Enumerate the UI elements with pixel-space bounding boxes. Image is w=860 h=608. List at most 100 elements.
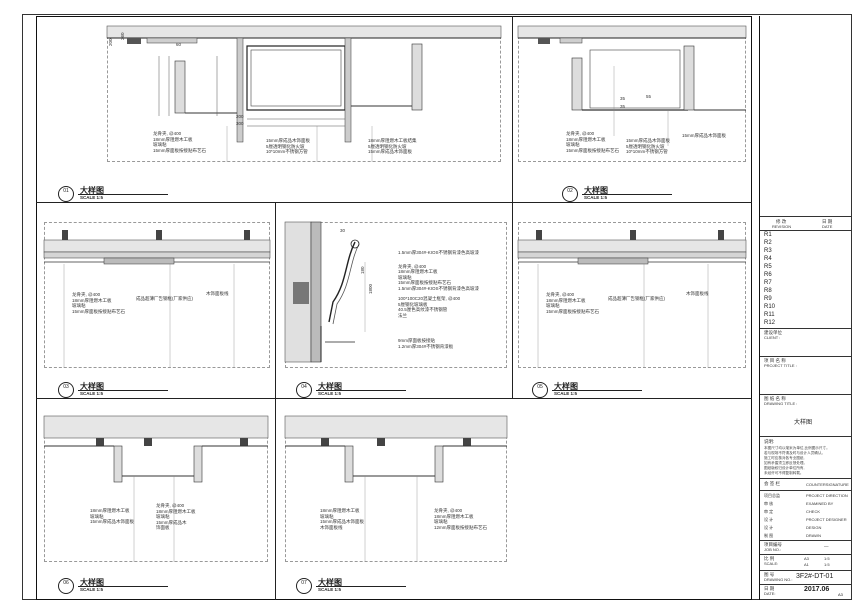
detail-number-bubble: 01 <box>58 186 74 202</box>
caption-rule <box>78 390 168 391</box>
detail-02-drawing <box>517 25 747 146</box>
tb-divider <box>760 540 851 541</box>
dim-label: 55 <box>646 94 652 99</box>
drawing-date: 2017.06 <box>804 586 830 593</box>
caption-rule <box>316 390 406 391</box>
client-label-en: CLIENT : <box>764 335 781 340</box>
caption-rule <box>78 586 168 587</box>
scale-a3-value: 1:5 <box>824 556 830 561</box>
grid-line <box>512 16 513 202</box>
detail-title: 大样图 <box>80 186 104 195</box>
drawing-no-label: 图 号 <box>764 572 775 577</box>
tb-divider <box>760 328 851 329</box>
detail-03-drawing <box>43 230 271 368</box>
date-label-en: DATE <box>822 224 833 229</box>
detail-caption: 06 大样图 SCALE 1:5 <box>58 578 168 596</box>
dim-label: 200 <box>108 38 113 46</box>
tb-divider <box>760 554 851 555</box>
grid-line <box>512 202 513 398</box>
detail-scale: SCALE 1:5 <box>80 195 104 200</box>
grid-line <box>36 202 752 203</box>
detail-03-notes-mid: 成品超薄厂告钢框(厂家供应) <box>136 296 193 301</box>
date-value-label: 日 期 <box>764 586 775 591</box>
detail-caption: 02 大样图 SCALE 1:5 <box>562 186 672 204</box>
scale-a3-label: A3 <box>804 556 809 561</box>
date-label: 日 期 <box>822 219 833 224</box>
tb-divider <box>760 394 851 395</box>
countersign-label-en: COUNTERSIGNATURE <box>806 482 849 487</box>
detail-number-bubble: 07 <box>296 578 312 594</box>
grid-line <box>36 398 752 399</box>
tb-divider <box>760 230 851 231</box>
detail-number-bubble: 04 <box>296 382 312 398</box>
detail-title: 大样图 <box>584 186 608 195</box>
general-notes: 本图尺寸均以毫米为单位,比例图示尺寸。若与现场不符请及时与设计人员确认。施工时应… <box>764 446 830 475</box>
tb-divider <box>760 478 851 479</box>
detail-04-drawing <box>284 221 366 363</box>
detail-caption: 07 大样图 SCALE 1:5 <box>296 578 406 596</box>
scale-a1-label: A1 <box>804 562 809 567</box>
tb-divider <box>760 570 851 571</box>
dim-label: 260 <box>120 32 125 40</box>
scale-a1-value: 1:5 <box>824 562 830 567</box>
detail-05-notes-right: 木饰面板线 <box>686 291 709 296</box>
detail-caption: 01 大样图 SCALE 1:5 <box>58 186 168 204</box>
detail-title: 大样图 <box>318 382 342 391</box>
detail-number-bubble: 06 <box>58 578 74 594</box>
detail-02-notes-right: 15mm厚成品木饰面板 <box>682 133 727 138</box>
project-label-en: PROJECT TITLE : <box>764 363 797 368</box>
detail-03-notes-right: 木饰面板线 <box>206 291 229 296</box>
detail-caption: 04 大样图 SCALE 1:5 <box>296 382 406 400</box>
notes-label: 说明: <box>764 439 775 444</box>
detail-06-drawing <box>43 415 269 562</box>
detail-number-bubble: 03 <box>58 382 74 398</box>
detail-03-view <box>44 222 270 368</box>
detail-title: 大样图 <box>80 382 104 391</box>
detail-title: 大样图 <box>318 578 342 587</box>
dim-label: 1800 <box>368 283 373 294</box>
drawing-area <box>36 16 752 600</box>
countersign-label: 会 签 栏 <box>764 481 781 486</box>
dim-label: 180 <box>360 266 365 274</box>
detail-scale: SCALE 1:5 <box>80 587 104 592</box>
tb-divider <box>760 490 851 491</box>
detail-scale: SCALE 1:5 <box>584 195 608 200</box>
caption-rule <box>78 194 168 195</box>
drawing-no-label-en: DRAWING NO.: <box>764 577 793 582</box>
caption-rule <box>552 390 642 391</box>
revision-label: 修 改 <box>776 219 787 224</box>
job-label: 项目编号 <box>764 542 782 547</box>
detail-05-notes-mid: 成品超薄厂告钢框(厂家供应) <box>608 296 665 301</box>
detail-title: 大样图 <box>554 382 578 391</box>
detail-number-bubble: 05 <box>532 382 548 398</box>
drawing-title-label-en: DRAWING TITLE : <box>764 401 798 406</box>
dim-label: 200 <box>236 114 244 119</box>
job-label-en: JOB NO.: <box>764 547 782 552</box>
detail-scale: SCALE 1:5 <box>80 391 104 396</box>
detail-caption: 03 大样图 SCALE 1:5 <box>58 382 168 400</box>
detail-05-view <box>518 222 746 368</box>
title-block: 修 改 REVISION 日 期 DATE R1 R2 R3 R4 R5 R6 … <box>759 16 851 600</box>
drawing-title: 大样图 <box>794 420 813 426</box>
drawing-number: 3F2#-DT-01 <box>796 573 834 580</box>
detail-title: 大样图 <box>80 578 104 587</box>
detail-scale: SCALE 1:5 <box>554 391 578 396</box>
tb-divider <box>760 584 851 585</box>
detail-scale: SCALE 1:5 <box>318 391 342 396</box>
dim-label: 60 <box>176 42 182 47</box>
dim-label: 300 <box>236 121 244 126</box>
detail-scale: SCALE 1:5 <box>318 587 342 592</box>
